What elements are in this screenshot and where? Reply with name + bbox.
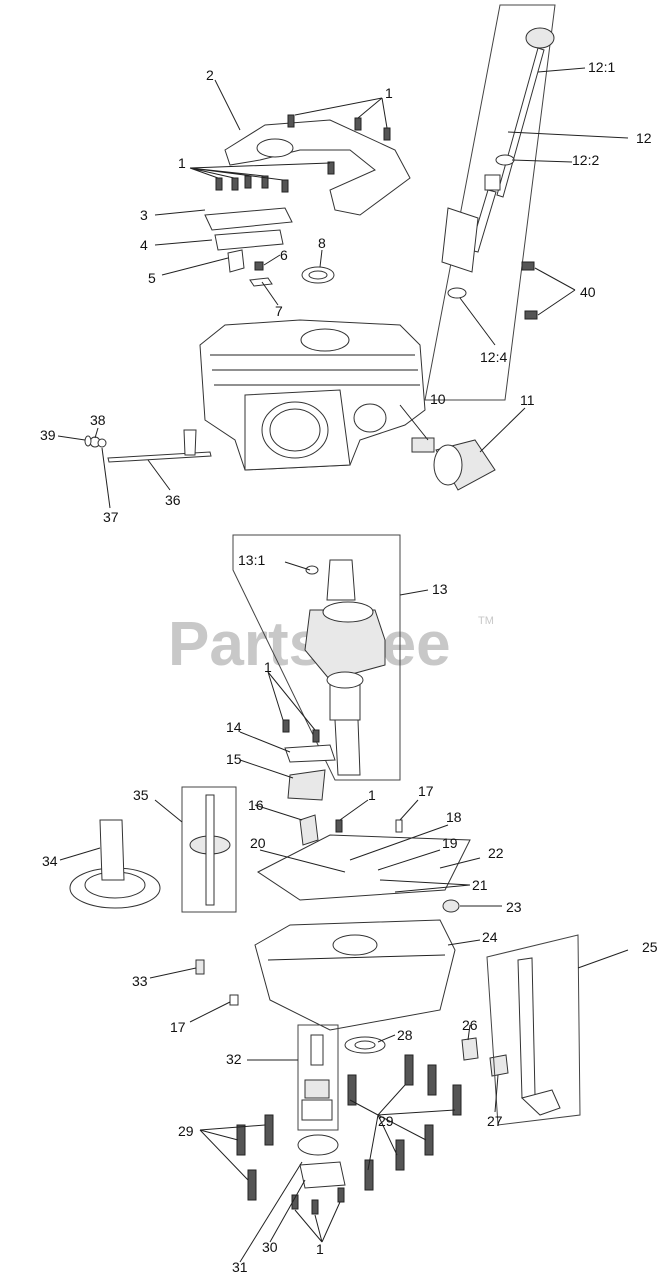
callout-13-1: 13:1	[238, 552, 265, 568]
cover-30	[299, 1161, 346, 1189]
plate-15	[287, 769, 326, 801]
camshaft-34	[69, 819, 161, 909]
callout-labels: 1 1 1 1 1 2 3 4 5 6 7 8 10 11 12 12:1 12…	[40, 59, 658, 1275]
callout-39: 39	[40, 427, 56, 443]
callout-30: 30	[262, 1239, 278, 1255]
callout-33: 33	[132, 973, 148, 989]
callout-1: 1	[385, 85, 393, 101]
fitting-26	[461, 1037, 479, 1061]
callout-38: 38	[90, 412, 106, 428]
callout-24: 24	[482, 929, 498, 945]
callout-13: 13	[432, 581, 448, 597]
cover-plate-14	[284, 744, 336, 763]
callout-35: 35	[133, 787, 149, 803]
dipstick-assembly	[424, 4, 556, 401]
callout-26: 26	[462, 1017, 478, 1033]
gasket-31	[297, 1134, 339, 1156]
callout-5: 5	[148, 270, 156, 286]
crankcase-cover-24	[254, 919, 456, 1031]
dowel-17b	[229, 994, 239, 1006]
callout-12-1: 12:1	[588, 59, 615, 75]
breather-cover	[204, 207, 293, 231]
fitting-27	[489, 1054, 509, 1077]
callout-27: 27	[487, 1113, 503, 1129]
callout-3: 3	[140, 207, 148, 223]
callout-22: 22	[488, 845, 504, 861]
screw-1-mid	[335, 819, 343, 833]
plug-23	[442, 899, 460, 913]
callout-17: 17	[418, 783, 434, 799]
callout-21: 21	[472, 877, 488, 893]
callout-31: 31	[232, 1259, 248, 1275]
callout-1: 1	[316, 1241, 324, 1257]
callout-10: 10	[430, 391, 446, 407]
clip-7	[249, 277, 273, 287]
callout-17: 17	[170, 1019, 186, 1035]
crankshaft-13	[232, 534, 401, 781]
callout-20: 20	[250, 835, 266, 851]
callout-40: 40	[580, 284, 596, 300]
callout-8: 8	[318, 235, 326, 251]
leader-lines	[57, 67, 629, 1263]
callout-36: 36	[165, 492, 181, 508]
callout-1: 1	[368, 787, 376, 803]
oil-filter-11	[433, 439, 496, 491]
watermark-trademark: TM	[478, 615, 494, 627]
screw-pair	[282, 719, 290, 733]
dowel-17	[395, 819, 403, 833]
engine-block	[199, 319, 426, 471]
breather-gasket	[214, 229, 284, 251]
bolts-29	[236, 1054, 462, 1201]
callout-32: 32	[226, 1051, 242, 1067]
callout-11: 11	[520, 392, 535, 408]
pump-16	[299, 814, 319, 846]
callout-6: 6	[280, 247, 288, 263]
callout-19: 19	[442, 835, 458, 851]
callout-12: 12	[636, 130, 652, 146]
key-13-1	[305, 565, 319, 575]
governor-shaft	[84, 429, 212, 463]
callout-12-4: 12:4	[480, 349, 507, 365]
callout-1: 1	[264, 659, 272, 675]
screw-6	[254, 261, 264, 271]
callout-7: 7	[275, 303, 283, 319]
pump-assy-32	[297, 1024, 339, 1131]
gasket-22	[257, 834, 471, 901]
callout-14: 14	[226, 719, 242, 735]
callout-25: 25	[642, 939, 658, 955]
callout-15: 15	[226, 751, 242, 767]
breather-reed	[227, 249, 245, 273]
callout-29: 29	[178, 1123, 194, 1139]
callout-37: 37	[103, 509, 119, 525]
callout-2: 2	[206, 67, 214, 83]
callout-12-2: 12:2	[572, 152, 599, 168]
part-33	[195, 959, 205, 975]
callout-23: 23	[506, 899, 522, 915]
callout-28: 28	[397, 1027, 413, 1043]
callout-34: 34	[42, 853, 58, 869]
callout-18: 18	[446, 809, 462, 825]
governor-35	[181, 786, 237, 913]
oil-fitting-10	[411, 437, 435, 453]
drain-hose-25	[486, 934, 581, 1126]
callout-29: 29	[378, 1113, 394, 1129]
callout-4: 4	[140, 237, 148, 253]
callout-16: 16	[248, 797, 264, 813]
screws-lower	[291, 1187, 345, 1215]
callout-1: 1	[178, 155, 186, 171]
breather-bracket	[224, 119, 411, 216]
